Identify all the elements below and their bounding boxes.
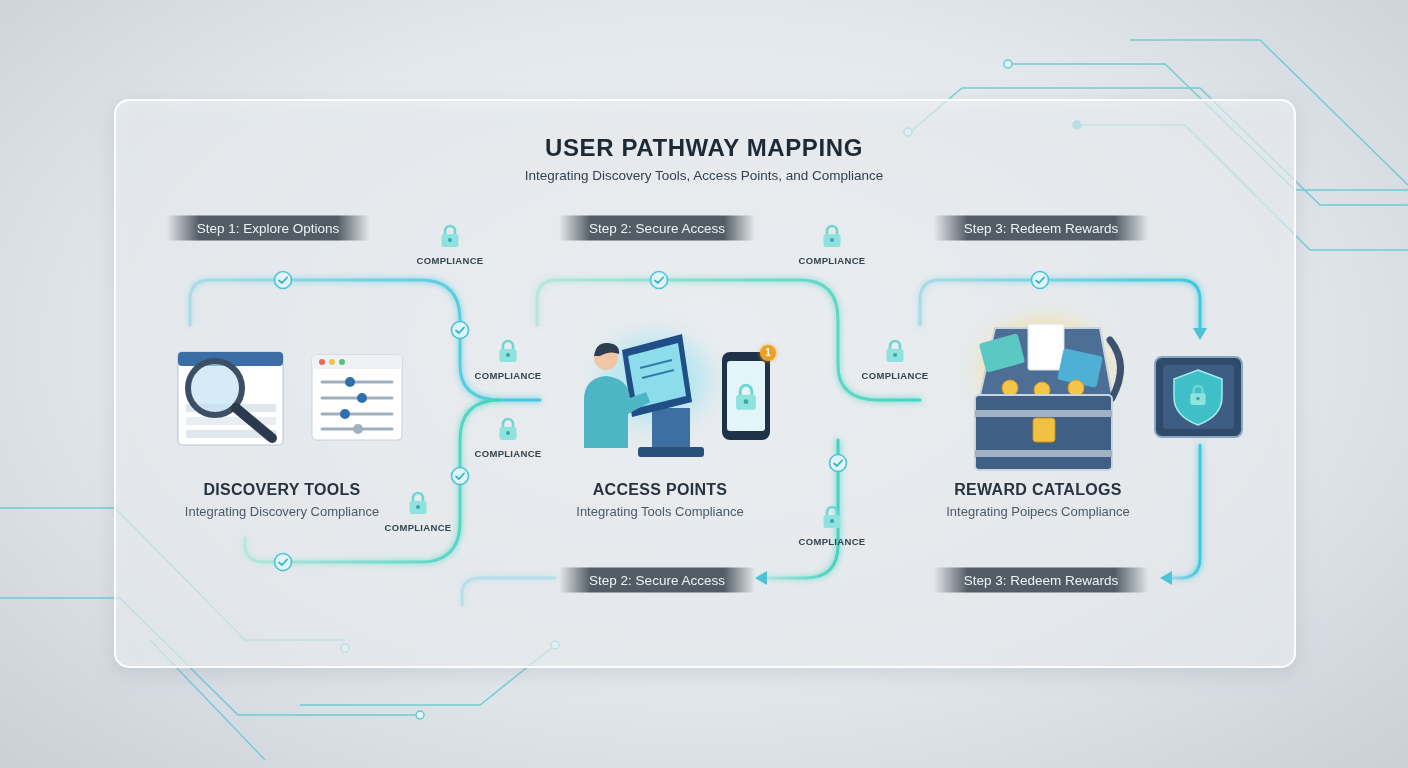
stage-description: Integrating Poipecs Compliance — [946, 503, 1130, 521]
chest-body — [975, 395, 1112, 470]
chest-band — [975, 450, 1112, 457]
pathway-stage: ACCESS POINTS Integrating Tools Complianc… — [550, 345, 770, 525]
person-hair — [594, 343, 619, 356]
lock-icon — [410, 493, 427, 514]
reward-paper — [1028, 324, 1064, 370]
window-dot — [339, 359, 345, 365]
compliance-tag: COMPLIANCE — [475, 448, 542, 459]
check-mark — [452, 322, 469, 339]
pathway-curve — [760, 440, 838, 578]
gold-coin — [1068, 380, 1084, 396]
chest-handle — [1110, 340, 1121, 398]
lock-icon — [500, 341, 517, 362]
step-banner: Step 2: Secure Access — [559, 216, 755, 241]
kiosk-stand — [652, 408, 690, 450]
display-line — [640, 360, 672, 368]
pathway-stage: DISCOVERY TOOLS Integrating Discovery Com… — [167, 345, 397, 525]
circuit-dot — [1004, 60, 1012, 68]
compliance-tag: COMPLIANCE — [799, 536, 866, 547]
phone-body — [722, 352, 770, 440]
lock-icon — [824, 226, 841, 247]
slider-tracks — [322, 382, 392, 429]
gold-coin — [1002, 380, 1018, 396]
stage-description: Integrating Tools Compliance — [576, 503, 743, 521]
pathway-curve — [462, 578, 555, 605]
arrowhead — [755, 571, 767, 585]
pathway-curve — [920, 280, 1200, 330]
discovery-icons — [178, 352, 402, 445]
check-mark — [275, 554, 292, 571]
shield-lock — [1190, 386, 1205, 405]
window-dot — [319, 359, 325, 365]
curve-arrowheads — [755, 328, 1207, 585]
filter-bar — [312, 355, 402, 369]
phone-screen — [727, 361, 765, 431]
step-banner: Step 3: Redeem Rewards — [934, 216, 1149, 241]
kiosk-base — [638, 447, 704, 457]
access-icons — [584, 334, 770, 457]
slider-knob — [357, 393, 367, 403]
slider-knob — [345, 377, 355, 387]
lock-icon — [500, 419, 517, 440]
chest-band — [975, 410, 1112, 417]
filter-window — [312, 355, 402, 440]
security-shield — [1174, 370, 1222, 425]
compliance-locks — [410, 226, 904, 528]
circuit-lines — [0, 40, 1408, 760]
stage-heading: ACCESS POINTS — [593, 480, 728, 500]
lock-icon — [824, 507, 841, 528]
diagram-title: USER PATHWAY MAPPING — [0, 134, 1408, 162]
pathway-curve — [1168, 445, 1200, 578]
check-mark — [275, 272, 292, 289]
step-banner: Step 2: Secure Access — [559, 568, 755, 593]
flow-arrow — [397, 398, 550, 402]
slider-track — [322, 413, 392, 416]
browser-window — [178, 352, 283, 445]
slider-track — [322, 381, 392, 384]
stage-heading: REWARD CATALOGS — [954, 480, 1121, 500]
reward-icons — [975, 324, 1242, 470]
safe-box — [1155, 357, 1242, 437]
pathway-stage: REWARD CATALOGS Integrating Poipecs Compl… — [918, 345, 1158, 525]
stage-heading: DISCOVERY TOOLS — [203, 480, 360, 500]
pathway-curves — [190, 280, 1200, 605]
chest-lock — [1033, 418, 1055, 442]
step-banner: Step 1: Explore Options — [167, 216, 370, 241]
check-marks — [275, 272, 1049, 571]
flow-arrow — [770, 398, 918, 402]
phone-lock — [736, 385, 756, 410]
compliance-tag: COMPLIANCE — [799, 255, 866, 266]
diagram-subtitle: Integrating Discovery Tools, Access Poin… — [0, 168, 1408, 183]
glass-panel — [115, 100, 1295, 667]
check-mark — [651, 272, 668, 289]
circuit-dot — [416, 711, 424, 719]
stage-description: Integrating Discovery Compliance — [185, 503, 379, 521]
compliance-tag: COMPLIANCE — [417, 255, 484, 266]
step-banner: Step 3: Redeem Rewards — [934, 568, 1149, 593]
safe-door — [1163, 365, 1234, 429]
check-mark — [1032, 272, 1049, 289]
compliance-tag: COMPLIANCE — [475, 370, 542, 381]
check-mark — [830, 455, 847, 472]
compliance-tag: COMPLIANCE — [385, 522, 452, 533]
person-body — [584, 376, 650, 448]
magnifier-handle — [236, 408, 272, 438]
window-dot — [329, 359, 335, 365]
slider-knob — [353, 424, 363, 434]
arrowhead — [1193, 328, 1207, 340]
lock-icon — [887, 341, 904, 362]
slider-knob — [340, 409, 350, 419]
compliance-tag: COMPLIANCE — [862, 370, 929, 381]
slider-knobs — [340, 377, 367, 434]
lock-icon — [442, 226, 459, 247]
check-mark — [452, 468, 469, 485]
reward-card — [979, 333, 1025, 372]
display-line — [642, 370, 674, 378]
arrowhead — [1160, 571, 1172, 585]
notification-badge: 1 — [760, 345, 776, 361]
